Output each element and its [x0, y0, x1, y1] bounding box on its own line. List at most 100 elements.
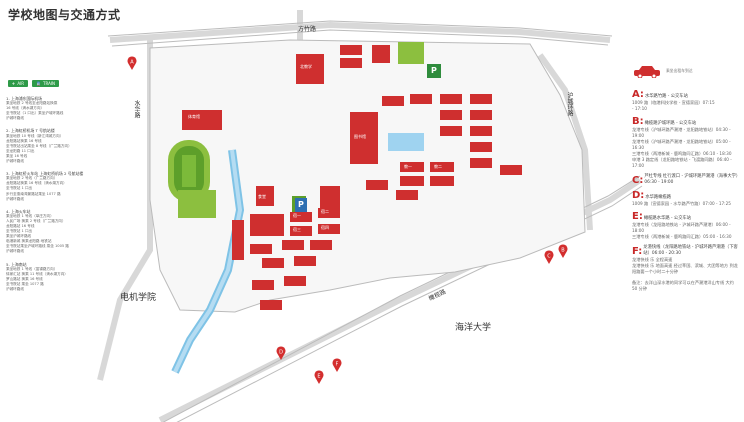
marker-a-label: A: [130, 60, 134, 66]
route-section-title: 2. 上海虹桥机场 T 号航站楼: [6, 128, 55, 134]
marker-b[interactable]: B: [558, 244, 568, 258]
road-label-shuihua: 水华路: [133, 100, 140, 118]
route-section: 5. 上海南站乘坐地铁 1 号线（富锦路方向）徐家汇站 换乘 11 号线（滴水湖…: [6, 262, 106, 293]
transport-tags: ✈ AIR 🚆 TRAIN: [8, 80, 60, 87]
campus-boundary: [149, 39, 586, 313]
route-step: 沪城环路线: [6, 287, 24, 291]
route-section: 3. 上海虹桥火车站 上海虹桥机场 2 号航站楼乘坐地铁 2 号线（广兰路方向）…: [6, 171, 106, 202]
stop-letter: C:: [632, 175, 644, 186]
route-step: 至书院站乘坐沪城环路线 乘坐 1005 路: [6, 244, 69, 249]
stop-letter: B:: [632, 116, 644, 127]
bus-stop-header: D:水华路橄榄路: [632, 191, 740, 201]
marker-f-label: F: [336, 362, 339, 368]
route-step: 乘坐地铁 10 号线（新江湾城方向）: [6, 133, 64, 138]
building-label-jiaoxue1: 教一: [404, 164, 412, 169]
stop-letter: A:: [632, 89, 644, 100]
bus-stop-section: C:芦杜专线 杜行渡口 - 沪城环路芦潮港（海事大学）06:30 - 19:00: [632, 174, 740, 186]
road-shuihua: [97, 40, 153, 381]
route-step: 罗山路站 换乘 16 号线: [6, 276, 43, 281]
route-section-title: 1. 上海浦东国际机场: [6, 96, 43, 101]
marker-e[interactable]: E: [314, 370, 324, 384]
bus-stop-header: A:水华路竹路 - 公交车站: [632, 90, 740, 100]
marker-c[interactable]: C: [544, 250, 554, 264]
building-label-sushe1: 宿一: [293, 213, 301, 218]
route-section: 4. 上海火车站乘坐地铁 1 号线（莘庄方向）人民广场 换乘 2 号线（广兰路方…: [6, 209, 106, 255]
route-step: 龙阳路站换乘 16 号线: [6, 138, 42, 143]
route-step: 乘坐地铁 1 号线（富锦路方向）: [6, 266, 58, 271]
route-step: 16 号线（滴水湖方向）: [6, 106, 45, 111]
bus-line-info: 1009 路（宣德家园 - 水华路芦竹路）07:00 - 17:25: [632, 201, 731, 206]
route-step: 至书院站 乘坐 1077 路: [6, 281, 44, 286]
parking-icon: P: [298, 200, 304, 209]
green-area-top: [398, 42, 424, 64]
road-fangzhu: [109, 21, 611, 43]
building-label-sushe2: 宿二: [321, 209, 329, 214]
car-icon: [634, 66, 660, 78]
bus-stop-header: E:橄榄路水华路 - 公交车站: [632, 212, 740, 222]
route-step: 沪城环路线: [6, 116, 24, 121]
building-label-tushuguan: 图书馆: [354, 134, 366, 139]
sports-field: [168, 140, 210, 202]
route-step: 龙阳路站换乘 16 号线（滴水湖方向）: [6, 181, 67, 186]
bus-line-info: 龙港快线 乐 地面高速 经过莘国、滨城、大团等地方 到龙阳路要一个小时二十分钟: [632, 263, 738, 274]
route-step: 步行至惠南湾景路站乘坐 1077 路: [6, 191, 61, 196]
route-step: 临港新城 换乘龙阳路 地铁站: [6, 239, 52, 244]
building-label-beijiaoxue: 北教学: [300, 64, 312, 69]
parking-lots: [295, 64, 441, 212]
bus-stop-header: B:橄榄路沪城环路 - 公交车站: [632, 117, 740, 127]
building-label-tiyuguan: 体育馆: [188, 114, 200, 119]
airplane-icon: ✈: [12, 81, 16, 86]
route-step: 乘坐沪城环路线: [6, 234, 32, 239]
bus-stop-header: F:龙港快线（龙阳路地铁站 - 沪城环路芦潮港（下客站）06:00 - 20:3…: [632, 245, 740, 257]
building-label-sushe3: 宿三: [293, 227, 301, 232]
marker-a[interactable]: A: [127, 56, 137, 70]
bus-line-info: 龙港专线（沪城环路芦潮港 - 龙阳路地铁站）04:30 - 19:00: [632, 127, 731, 138]
bus-line-info: 三港专线（两港新城 - 鹿鸣路同汇路）06:10 - 18:30: [632, 151, 732, 156]
route-step: 龙阳路站 16 号线: [6, 223, 35, 228]
stop-letter: E:: [632, 211, 643, 222]
bus-line-info: 龙港快线 乐 全程高速: [632, 257, 673, 262]
green-area-left: [178, 190, 216, 218]
area-label-dianji: 电机学院: [120, 293, 157, 303]
marker-e-label: E: [317, 374, 320, 380]
bus-line-info: 三港专线（两港新城 - 鹿鸣路同汇路）05:00 - 16:30: [632, 234, 732, 239]
bus-line-info: 龙港专线（龙阳路地铁站 - 沪城环路芦潮港）06:00 - 18:00: [632, 222, 731, 233]
lake: [388, 133, 424, 151]
route-section-title: 5. 上海南站: [6, 261, 27, 267]
route-step: 至书院站出站乘坐 8 号线（广兰路方向）: [6, 143, 72, 148]
stop-title: 水华路橄榄路: [645, 195, 672, 200]
marker-b-label: B: [561, 248, 565, 254]
building-blocks: [182, 45, 522, 310]
route-step: 乘坐地铁 2 号线至龙阳路站换乘: [6, 101, 58, 106]
bus-line-info: 1009 路（临港科技学校 - 宣德家园）07:15: [632, 100, 715, 105]
marker-f[interactable]: F: [332, 358, 342, 372]
route-step: 乘坐地铁 2 号线（广兰路方向）: [6, 176, 58, 181]
page-title: 学校地图与交通方式: [8, 8, 121, 22]
taxi-label: 乘坐出租车到达: [666, 68, 693, 73]
bus-line-info: 龙港专线（沪城环路芦潮港 - 龙阳路地铁站）05:00 - 16:30: [632, 139, 731, 150]
building-label-sushe4: 宿四: [321, 225, 329, 230]
bus-stop-section: E:橄榄路水华路 - 公交车站龙港专线（龙阳路地铁站 - 沪城环路芦潮港）06:…: [632, 212, 740, 240]
route-section: 2. 上海虹桥机场 T 号航站楼乘坐地铁 10 号线（新江湾城方向）龙阳路站换乘…: [6, 128, 106, 164]
route-step: 至书院站 1 口出: [6, 186, 33, 191]
train-tag: 🚆 TRAIN: [32, 80, 60, 87]
route-section-title: 3. 上海虹桥火车站 上海虹桥机场 2 号航站楼: [6, 171, 84, 177]
marker-d[interactable]: D: [276, 346, 286, 360]
route-step: 乘坐 16 号线: [6, 153, 28, 158]
stop-title: 芦杜专线 杜行渡口 - 沪城环路芦潮港（海事大学）06:30 - 19:00: [644, 174, 739, 185]
route-step: 徐家汇站 换乘 11 号线（滴水湖方向）: [6, 271, 68, 276]
marker-c-label: C: [547, 254, 551, 260]
building-label-jiaoxue2: 教二: [434, 164, 442, 169]
stop-letter: D:: [632, 190, 645, 201]
bus-line-info: 申港 3 路定线（龙阳路地铁站 - 飞渡路同路）06:40 - 17:00: [632, 157, 732, 168]
air-tag: ✈ AIR: [8, 80, 29, 87]
taxi-box: 乘坐出租车到达: [632, 64, 693, 78]
marker-d-label: D: [279, 350, 283, 356]
stop-title: 水华路竹路 - 公交车站: [644, 94, 688, 99]
route-section-title: 4. 上海火车站: [6, 208, 31, 214]
